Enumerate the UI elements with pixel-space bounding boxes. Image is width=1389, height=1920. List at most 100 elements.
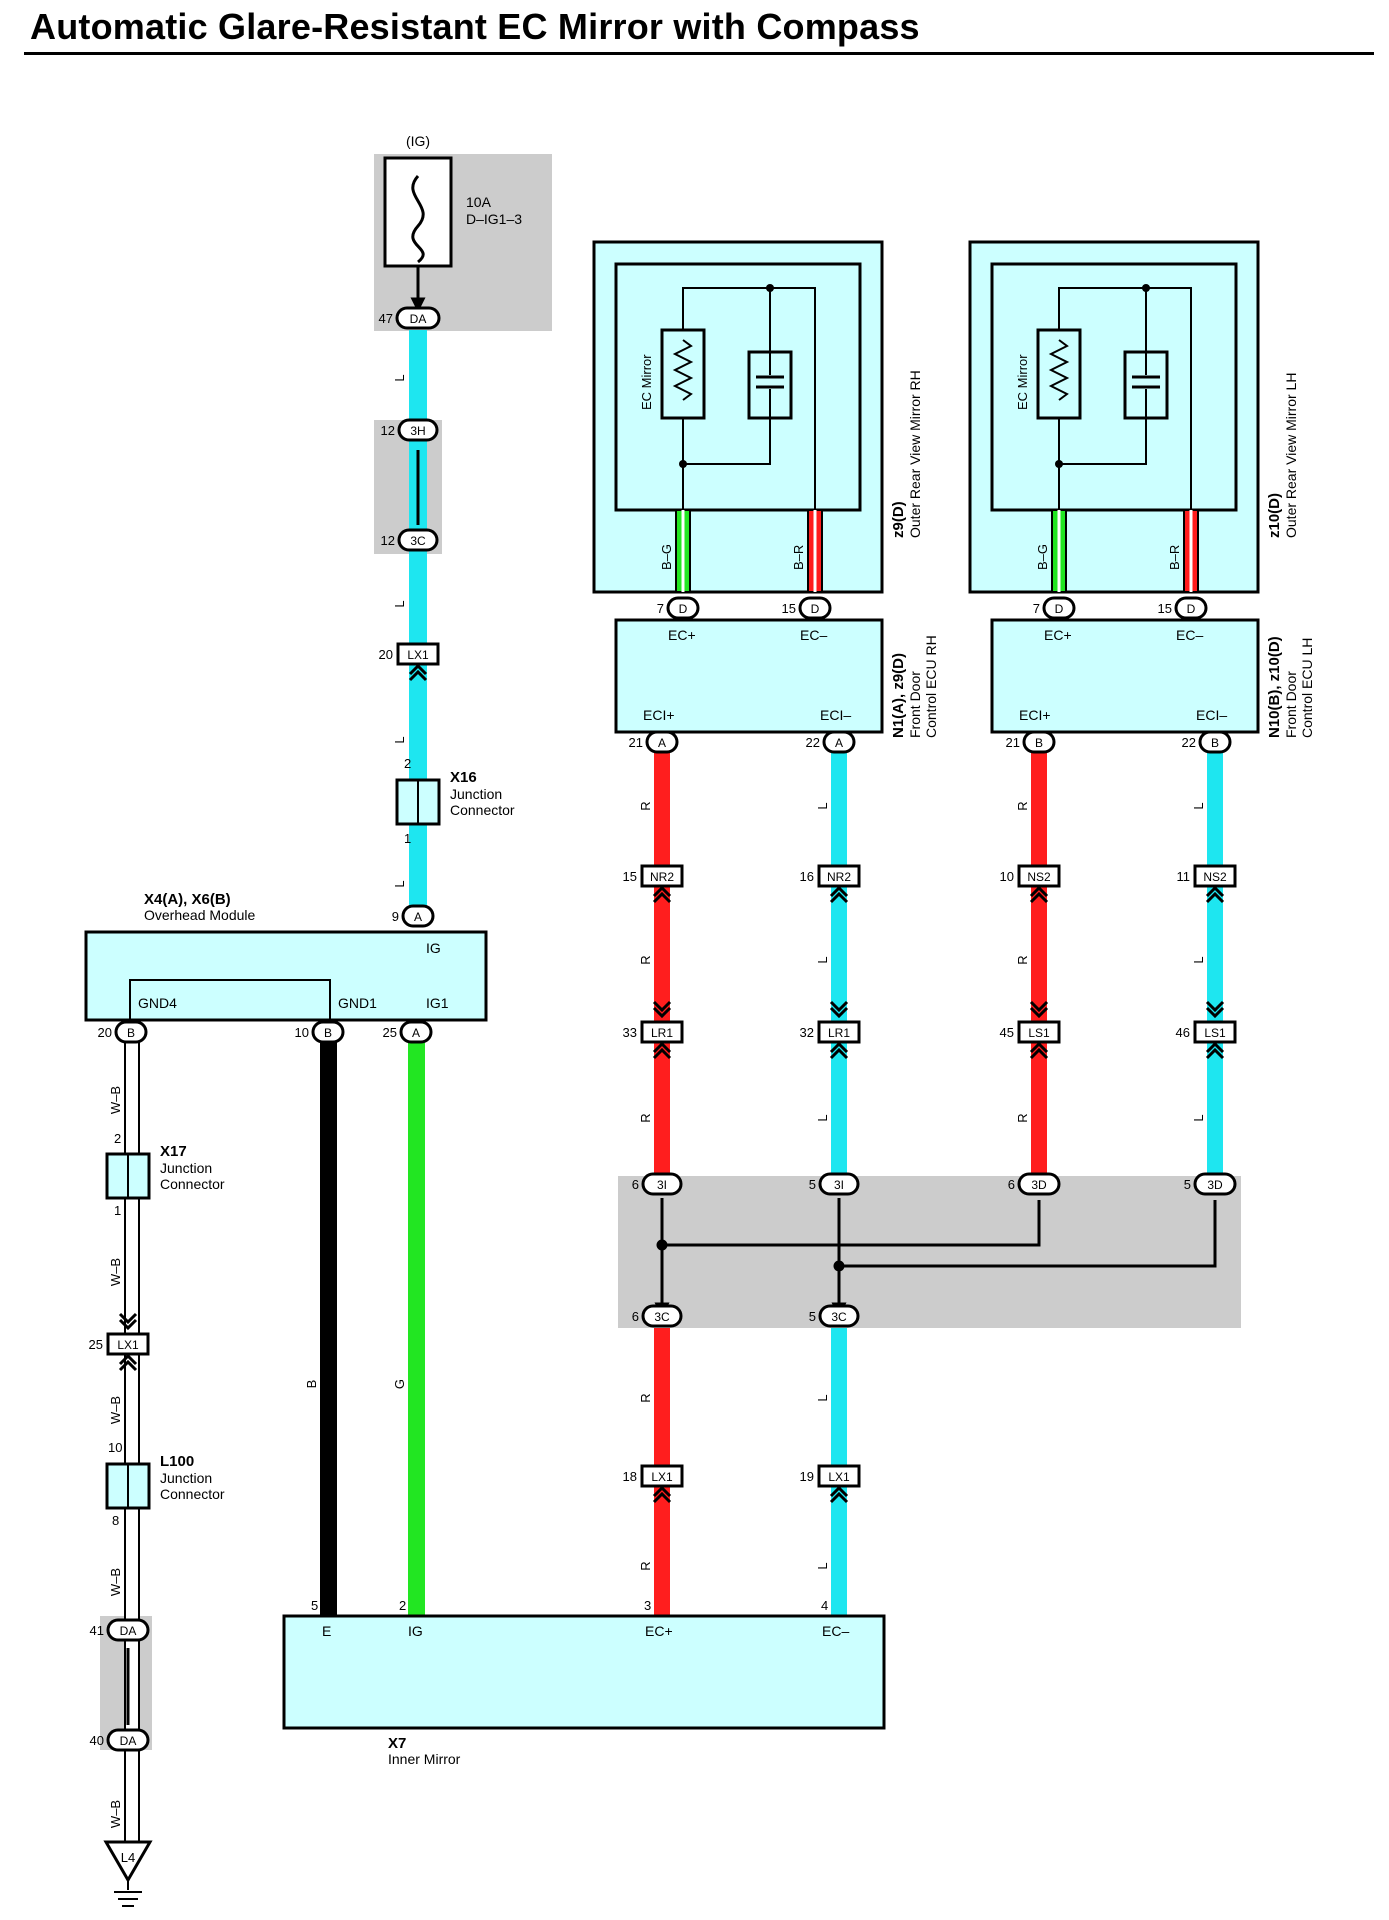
l100-pin-top: 10 [108,1440,122,1455]
svg-text:A: A [412,1026,420,1040]
connector-3c6: 3C6 [632,1304,683,1328]
svg-text:B: B [1035,736,1043,750]
l100-id: L100 [160,1453,194,1470]
svg-text:20: 20 [98,1025,112,1040]
chevron-down-icon [118,1312,138,1331]
svg-text:3C: 3C [410,534,426,548]
svg-text:5: 5 [1184,1177,1191,1192]
mirror-rh-element: EC Mirror [639,354,654,410]
inner-pin4: 4 [821,1598,828,1613]
inner-mirror-box [282,1614,886,1730]
svg-text:A: A [414,910,422,924]
connector-oh_a25: A25 [383,1020,433,1044]
svg-text:A: A [658,736,666,750]
svg-text:15: 15 [623,869,637,884]
ecu-rh-ecip: ECI+ [643,707,675,723]
l100-l1: Junction [160,1470,212,1486]
ecu-lh-l2: Control ECU LH [1299,638,1315,738]
x16-pin-top: 2 [404,756,411,771]
wires-lh-ecu [1031,748,1223,1188]
wire-color-label: R [638,1561,653,1570]
ground-id: L4 [121,1850,135,1865]
connector-rh_a22: A22 [806,730,856,754]
inner-pin-ig: IG [408,1623,423,1639]
svg-text:6: 6 [632,1309,639,1324]
ecu-lh-box [990,618,1260,734]
svg-text:18: 18 [623,1469,637,1484]
svg-text:3D: 3D [1031,1178,1047,1192]
svg-text:NS2: NS2 [1027,870,1051,884]
chevron-down-icon [1029,1000,1049,1019]
svg-text:B: B [1211,736,1219,750]
svg-text:19: 19 [800,1469,814,1484]
inner-pin5: 5 [311,1598,318,1613]
mirror-lh-wire1: B–G [1035,544,1050,570]
connector-3c5: 3C5 [809,1304,860,1328]
l100-l2: Connector [160,1486,225,1502]
wire-color-label: R [638,801,653,810]
x17-l1: Junction [160,1160,212,1176]
connector-lx1_18: LX1 18 [623,1464,684,1504]
svg-text:46: 46 [1176,1025,1190,1040]
connector-lh_d7: D7 [1033,596,1076,620]
chevron-down-icon [652,1000,672,1019]
connector-lh_b22: B22 [1182,730,1232,754]
overhead-pin-gnd4: GND4 [138,995,177,1011]
wire-color-label: B [304,1380,319,1389]
svg-text:11: 11 [1177,869,1191,884]
svg-text:41: 41 [90,1623,104,1638]
overhead-module-box [84,930,488,1022]
wire-color-label: L [392,600,407,607]
svg-text:LX1: LX1 [651,1470,673,1484]
wire-color-label: G [392,1379,407,1389]
inner-name: Inner Mirror [388,1751,461,1767]
svg-text:45: 45 [1000,1025,1014,1040]
mirror-lh-element: EC Mirror [1015,354,1030,410]
wire-ig1-green [408,1032,425,1616]
chevron-down-icon [1205,1000,1225,1019]
wire-color-label: L [392,736,407,743]
wire-color-label: L [815,1114,830,1121]
power-source-label: (IG) [406,133,430,149]
inner-pin3: 3 [644,1598,651,1613]
overhead-id: X4(A), X6(B) [144,891,231,908]
svg-text:LX1: LX1 [407,648,429,662]
svg-text:16: 16 [800,869,814,884]
svg-text:33: 33 [623,1025,637,1040]
wire-color-label: R [1015,1113,1030,1122]
x16-id: X16 [450,769,477,786]
connector-3i6: 3I6 [632,1172,683,1196]
svg-text:40: 40 [90,1733,104,1748]
connector-rh_a21: A21 [629,730,679,754]
svg-text:6: 6 [1008,1177,1015,1192]
wire-color-label: L [1191,802,1206,809]
connector-lh_b21: B21 [1006,730,1056,754]
connector-ls1_46: LS1 46 [1176,1020,1237,1060]
connector-oh_b20: B20 [98,1020,148,1044]
svg-text:NR2: NR2 [827,870,851,884]
wire-color-label: L [815,1562,830,1569]
mirror-lh-wire2: B–R [1167,545,1182,570]
wire-color-label: R [638,955,653,964]
mirror-lh [968,240,1260,594]
svg-text:DA: DA [120,1734,137,1748]
x16-pin-bot: 1 [404,831,411,846]
svg-text:LR1: LR1 [828,1026,850,1040]
wire-color-label: R [1015,801,1030,810]
x16-l1: Junction [450,786,502,802]
svg-text:25: 25 [89,1337,103,1352]
wires-rh-ecu [654,748,847,1188]
ecu-rh-l2: Control ECU RH [923,635,939,738]
x17-pin-bot: 1 [114,1203,121,1218]
connector-oh_a9: A9 [392,904,435,928]
ecu-rh-ecm: EC– [800,627,827,643]
svg-text:B: B [324,1026,332,1040]
wire-color-label: L [815,802,830,809]
svg-text:LS1: LS1 [1204,1026,1226,1040]
svg-text:NR2: NR2 [650,870,674,884]
connector-oh_b10: B10 [295,1020,345,1044]
